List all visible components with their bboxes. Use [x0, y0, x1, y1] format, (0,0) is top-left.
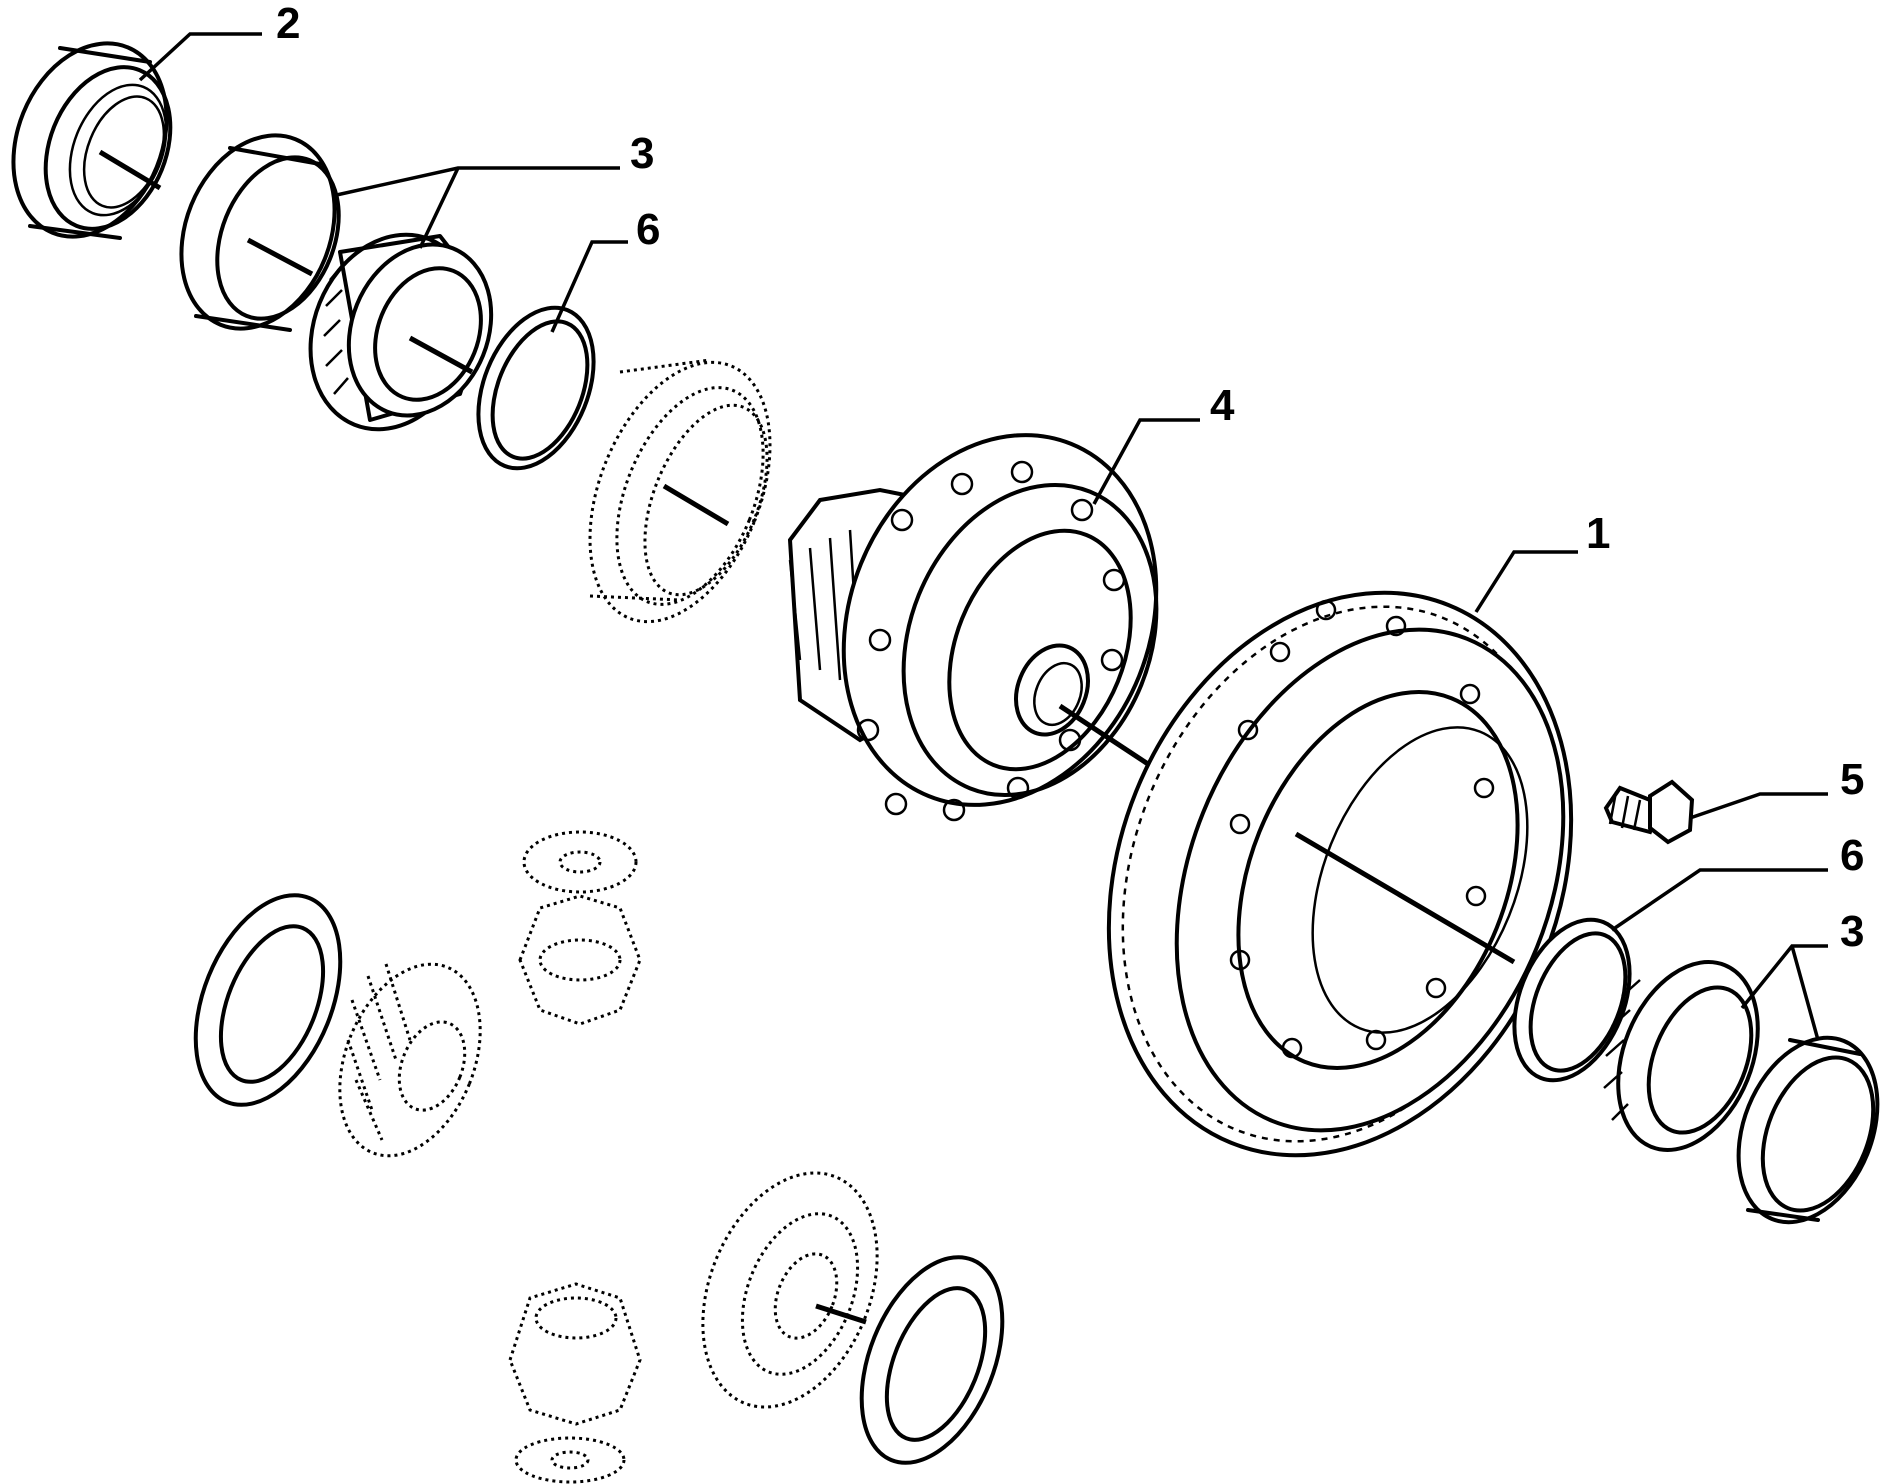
bolt-part-5[interactable] [1603, 779, 1695, 845]
leader-part-6-bottom [1611, 868, 1828, 932]
planet-gear-top [518, 894, 642, 1026]
axis-line-part-3-top-cone [408, 335, 474, 375]
axis-line-part-1 [1294, 831, 1516, 965]
leader-part-1 [1474, 550, 1578, 613]
leader-part-2 [138, 32, 262, 82]
planet-washer-top [522, 830, 638, 894]
callout-1: 1 [1586, 509, 1610, 558]
leader-part-3-bottom [1740, 944, 1828, 1041]
planet-washer-bottom [514, 1436, 626, 1484]
shim-part-6-bottom[interactable] [1492, 903, 1651, 1098]
bearing-cone-part-3-bottom[interactable] [1592, 941, 1784, 1171]
callout-6-top: 6 [636, 205, 660, 254]
leader-part-4 [1092, 418, 1200, 505]
callout-4: 4 [1210, 381, 1235, 430]
side-gear-left [338, 962, 482, 1158]
axis-line-part-3-top [246, 237, 314, 277]
callout-6-bottom: 6 [1840, 831, 1864, 880]
leader-part-6-top [550, 240, 628, 333]
planet-gear-bottom [508, 1282, 642, 1426]
axis-line-side-gear-bottom [815, 1303, 867, 1325]
thrust-washer-bottom [859, 1255, 1005, 1465]
axis-line-part-2 [98, 149, 162, 191]
callout-5: 5 [1840, 755, 1864, 804]
axis-line-dotted-crown [662, 483, 730, 527]
bearing-cup-part-3-top[interactable] [154, 112, 362, 351]
callout-3-top: 3 [630, 129, 654, 178]
leader-part-5 [1689, 792, 1828, 820]
shim-part-6-top[interactable] [456, 291, 615, 486]
axis-line-part-4 [1058, 703, 1150, 767]
callout-2: 2 [276, 0, 300, 48]
bearing-cup-part-3-bottom[interactable] [1713, 1017, 1896, 1243]
leader-part-3-top [331, 166, 620, 249]
seal-ring-part-2[interactable] [0, 20, 194, 259]
thrust-washer-left [193, 893, 343, 1107]
differential-case-part-4[interactable] [787, 388, 1211, 853]
callout-3-bottom: 3 [1840, 907, 1864, 956]
bearing-cone-part-3-top[interactable] [282, 210, 516, 454]
dotted-crown-gear-reference [588, 358, 772, 624]
